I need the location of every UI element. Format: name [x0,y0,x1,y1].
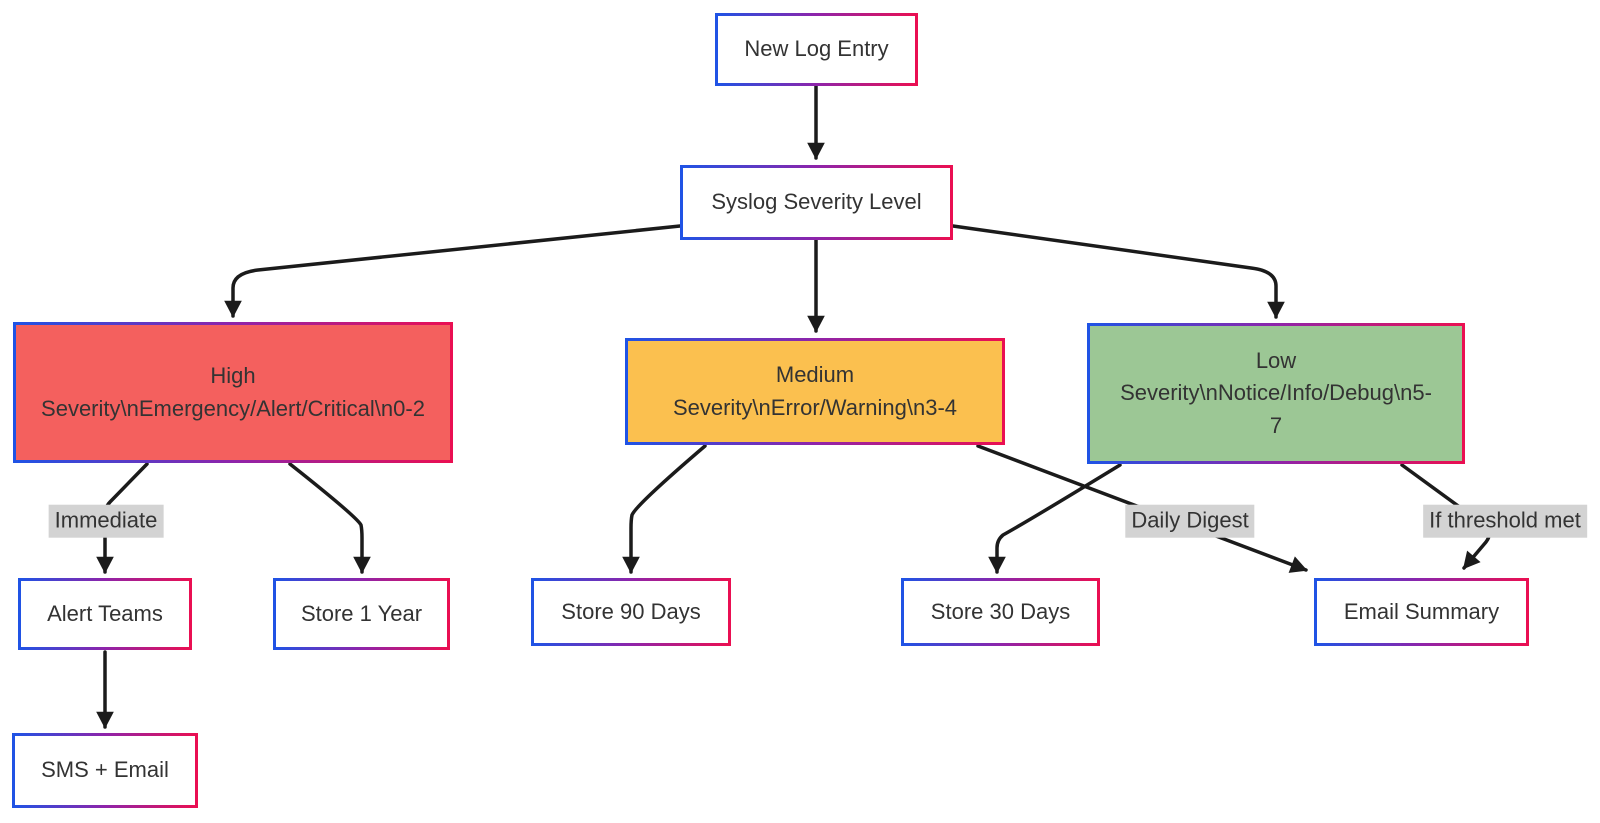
node-new-log-entry-label: New Log Entry [744,36,889,62]
edge-label-daily-digest: Daily Digest [1125,504,1255,538]
node-high-severity-label: High Severity\nEmergency/Alert/Critical\… [41,362,425,421]
node-store-30-days-label: Store 30 Days [930,598,1071,624]
node-sms-email-label: SMS + Email [41,757,169,783]
node-alert-teams: Alert Teams [18,578,192,650]
edge-syslog-to-low [951,224,1285,319]
node-sms-email: SMS + Email [12,733,198,808]
edge-medium-to-store-90-days [622,444,707,574]
node-medium-severity-label: Medium Severity\nError/Warning\n3-4 [672,361,958,420]
node-high-severity: High Severity\nEmergency/Alert/Critical\… [13,322,453,463]
edge-label-if-threshold-met: If threshold met [1423,504,1587,538]
node-new-log-entry: New Log Entry [715,13,918,86]
node-low-severity: Low Severity\nNotice/Info/Debug\n5-7 [1087,323,1465,464]
edge-high-to-store-1-year [288,462,371,574]
edge-low-to-store-30-days [988,463,1122,574]
node-store-90-days: Store 90 Days [531,578,731,646]
node-email-summary: Email Summary [1314,578,1529,646]
node-store-1-year-label: Store 1 Year [300,600,423,626]
node-store-30-days: Store 30 Days [901,578,1100,646]
node-syslog-severity-level-label: Syslog Severity Level [711,189,922,215]
node-low-severity-label: Low Severity\nNotice/Info/Debug\n5-7 [1120,347,1432,438]
edge-label-immediate: Immediate [48,504,164,538]
node-syslog-severity-level: Syslog Severity Level [680,165,953,240]
node-email-summary-label: Email Summary [1343,598,1500,624]
node-store-1-year: Store 1 Year [273,578,450,650]
edge-syslog-to-high [224,224,682,318]
node-medium-severity: Medium Severity\nError/Warning\n3-4 [625,338,1005,445]
node-alert-teams-label: Alert Teams [47,600,163,626]
node-store-90-days-label: Store 90 Days [561,598,701,624]
